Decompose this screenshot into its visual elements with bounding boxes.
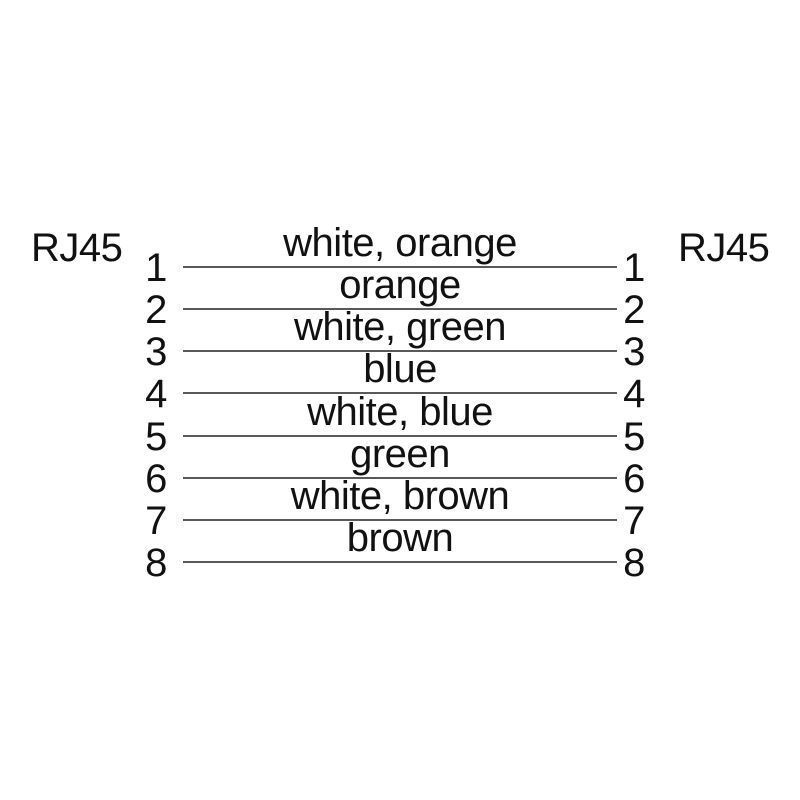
wire-color-label: blue [363,347,437,391]
right-pin-number: 1 [623,246,645,290]
left-pin-number: 1 [145,246,167,290]
wire-line [183,477,617,479]
wire-line [183,266,617,268]
wire-line [183,435,617,437]
right-pin-number: 5 [623,415,645,459]
wire-line [183,350,617,352]
left-pin-number: 6 [145,457,167,501]
wire-color-label: orange [339,263,461,307]
right-pin-number: 6 [623,457,645,501]
right-connector-title: RJ45 [678,226,770,270]
left-pin-number: 3 [145,330,167,374]
right-pin-number: 3 [623,330,645,374]
wire-color-label: green [350,432,450,476]
wire-line [183,561,617,563]
wire-line [183,308,617,310]
wire-color-label: white, green [294,305,506,349]
left-pin-number: 4 [145,372,167,416]
right-pin-number: 2 [623,288,645,332]
left-pin-number: 5 [145,415,167,459]
left-pin-number: 8 [145,541,167,585]
right-pin-number: 8 [623,541,645,585]
left-pin-number: 7 [145,499,167,543]
wire-color-label: white, blue [307,390,493,434]
left-connector-title: RJ45 [31,226,123,270]
left-pin-number: 2 [145,288,167,332]
right-pin-number: 4 [623,372,645,416]
wire-color-label: brown [346,516,454,560]
wire-line [183,519,617,521]
wire-color-label: white, orange [283,221,517,265]
wire-color-label: white, brown [290,474,510,518]
wire-line [183,392,617,394]
right-pin-number: 7 [623,499,645,543]
